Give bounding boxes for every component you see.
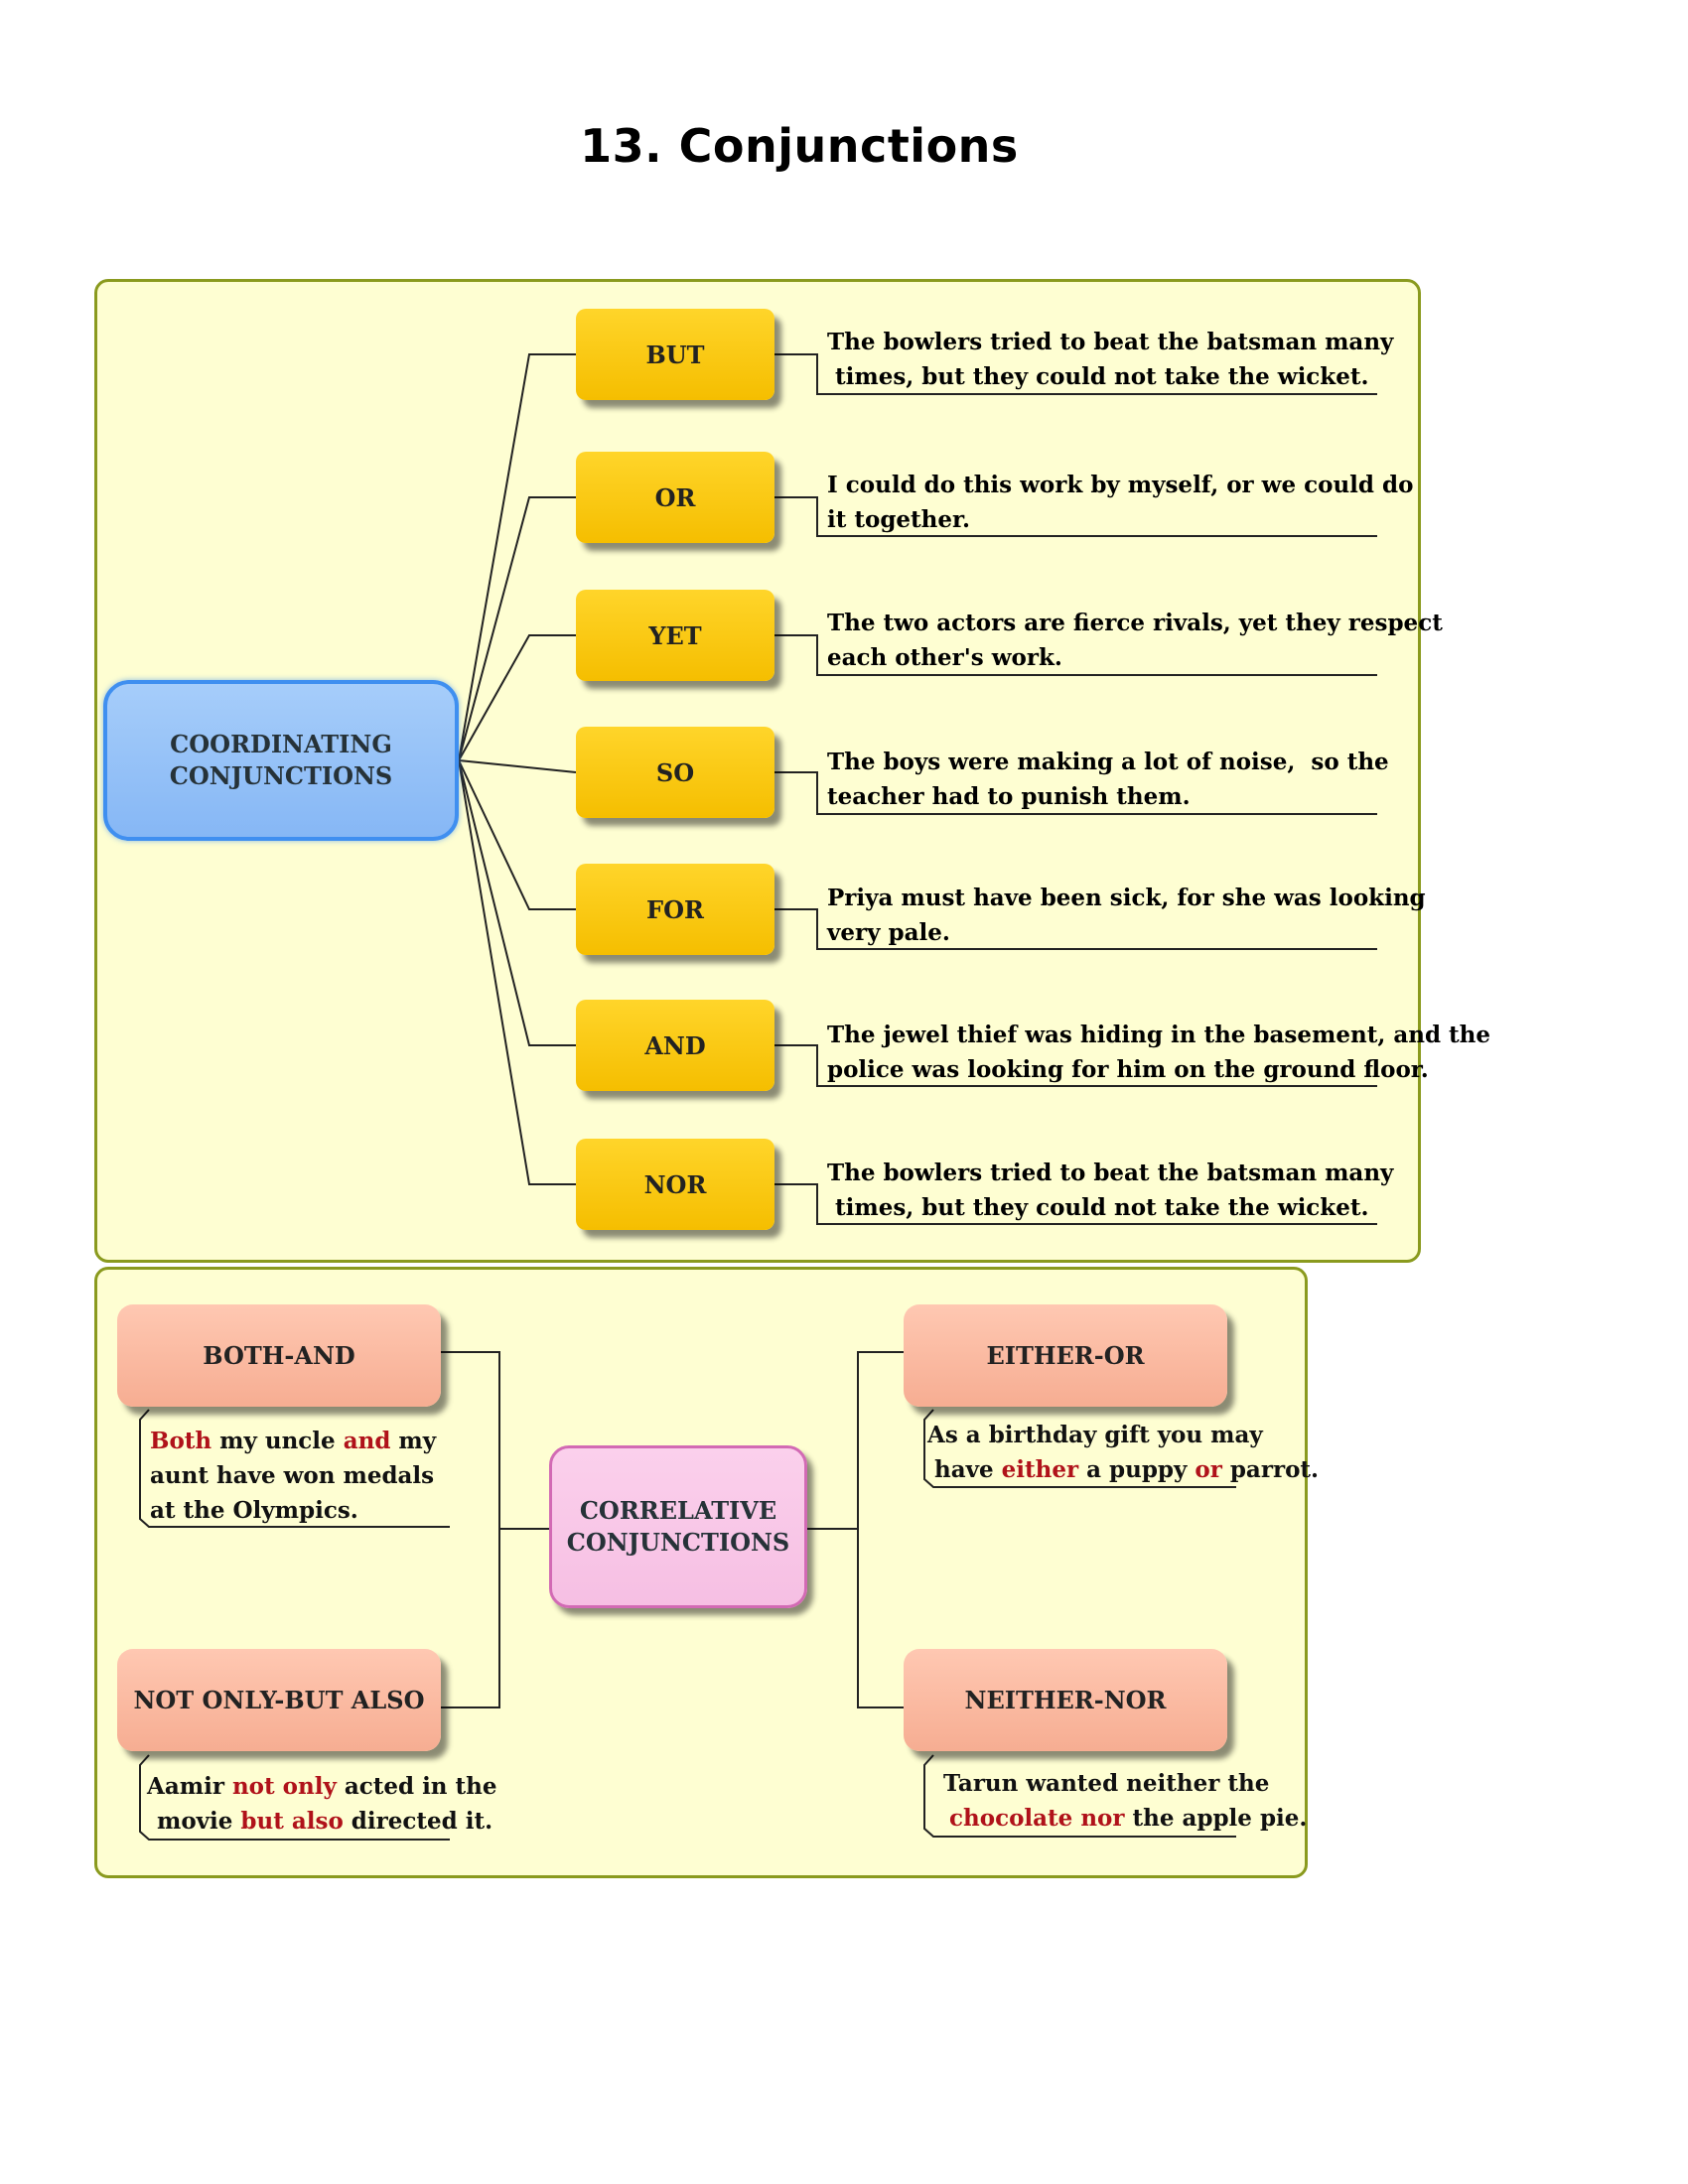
example-text: directed it.: [343, 1808, 493, 1835]
example-line: Aamir not only acted in the: [147, 1769, 497, 1804]
example-neither-nor: Tarun wanted neither the chocolate nor t…: [943, 1766, 1307, 1836]
example-line: As a birthday gift you may: [927, 1422, 1263, 1448]
conj-box-for: FOR: [576, 864, 774, 955]
example-line: movie but also directed it.: [147, 1804, 497, 1839]
example-line: have either a puppy or parrot.: [927, 1452, 1319, 1487]
example-but: The bowlers tried to beat the batsman ma…: [827, 325, 1423, 394]
example-line: times, but they could not take the wicke…: [827, 1194, 1369, 1221]
highlight-word: chocolate nor: [949, 1805, 1125, 1832]
page-title: 13. Conjunctions: [580, 119, 1019, 173]
conj-box-so: SO: [576, 727, 774, 818]
example-both-and: Both my uncle and my aunt have won medal…: [150, 1424, 436, 1528]
example-text: my: [390, 1428, 437, 1454]
highlight-word: Both: [150, 1428, 212, 1454]
hub-line-1: COORDINATING: [170, 729, 392, 758]
example-line: Tarun wanted neither the: [943, 1770, 1270, 1797]
hub-line-2: CONJUNCTIONS: [566, 1528, 790, 1557]
example-line: The bowlers tried to beat the batsman ma…: [827, 329, 1394, 355]
conj-box-but: BUT: [576, 309, 774, 400]
example-line: The jewel thief was hiding in the baseme…: [827, 1022, 1491, 1048]
example-line: Priya must have been sick, for she was l…: [827, 885, 1426, 911]
example-line: The boys were making a lot of noise, so …: [827, 749, 1389, 775]
example-line: I could do this work by myself, or we co…: [827, 472, 1414, 498]
example-line: at the Olympics.: [150, 1497, 358, 1524]
highlight-word: and: [343, 1428, 391, 1454]
example-line: police was looking for him on the ground…: [827, 1056, 1429, 1083]
coordinating-conjunctions-hub: COORDINATING CONJUNCTIONS: [103, 680, 459, 841]
example-either-or: As a birthday gift you may have either a…: [927, 1418, 1319, 1487]
conj-box-nor: NOR: [576, 1139, 774, 1230]
example-yet: The two actors are fierce rivals, yet th…: [827, 606, 1443, 675]
hub-line-2: CONJUNCTIONS: [169, 761, 393, 790]
highlight-word: either: [1001, 1456, 1079, 1483]
example-text: acted in the: [336, 1773, 497, 1800]
example-line: The two actors are fierce rivals, yet th…: [827, 610, 1443, 636]
example-line: teacher had to punish them.: [827, 783, 1191, 810]
pair-box-not-only-but-also: NOT ONLY-BUT ALSO: [117, 1649, 441, 1751]
example-line: Both my uncle and my: [150, 1424, 436, 1458]
example-so: The boys were making a lot of noise, so …: [827, 745, 1423, 814]
example-not-only-but-also: Aamir not only acted in the movie but al…: [147, 1769, 497, 1839]
example-line: aunt have won medals: [150, 1462, 435, 1489]
example-for: Priya must have been sick, for she was l…: [827, 881, 1426, 950]
pair-box-both-and: BOTH-AND: [117, 1304, 441, 1407]
example-line: chocolate nor the apple pie.: [943, 1801, 1307, 1836]
example-line: each other's work.: [827, 644, 1062, 671]
example-text: the apple pie.: [1124, 1805, 1308, 1832]
conj-box-yet: YET: [576, 590, 774, 681]
example-text: parrot.: [1221, 1456, 1320, 1483]
example-line: The bowlers tried to beat the batsman ma…: [827, 1160, 1394, 1186]
example-text: Aamir: [147, 1773, 232, 1800]
conj-box-and: AND: [576, 1000, 774, 1091]
example-text: have: [934, 1456, 1002, 1483]
pair-box-either-or: EITHER-OR: [904, 1304, 1227, 1407]
hub-line-1: CORRELATIVE: [579, 1495, 777, 1525]
correlative-conjunctions-hub: CORRELATIVE CONJUNCTIONS: [549, 1445, 807, 1608]
example-line: it together.: [827, 506, 971, 533]
pair-box-neither-nor: NEITHER-NOR: [904, 1649, 1227, 1751]
example-line: times, but they could not take the wicke…: [827, 363, 1369, 390]
example-text: my uncle: [211, 1428, 344, 1454]
example-text: a puppy: [1078, 1456, 1196, 1483]
highlight-word: not only: [231, 1773, 337, 1800]
example-or: I could do this work by myself, or we co…: [827, 468, 1423, 537]
example-text: movie: [157, 1808, 241, 1835]
highlight-word: or: [1195, 1456, 1222, 1483]
highlight-word: but also: [240, 1808, 344, 1835]
example-nor: The bowlers tried to beat the batsman ma…: [827, 1156, 1423, 1225]
example-line: very pale.: [827, 919, 950, 946]
conj-box-or: OR: [576, 452, 774, 543]
example-and: The jewel thief was hiding in the baseme…: [827, 1018, 1491, 1087]
